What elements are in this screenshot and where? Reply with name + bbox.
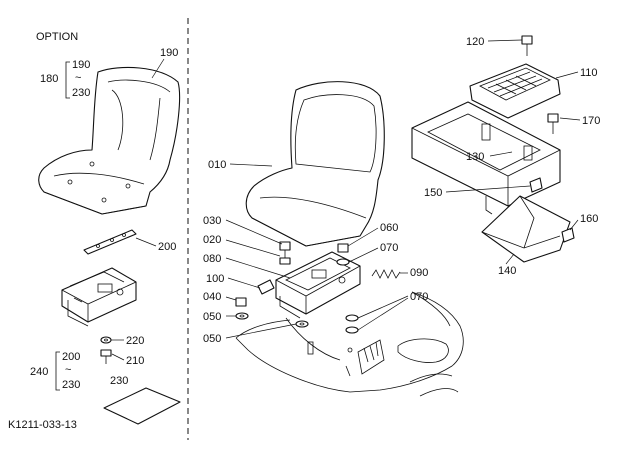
callout-190: 190 [160,47,178,59]
manual-230 [103,387,181,425]
callout-210: 210 [126,355,144,367]
callout-060: 060 [380,222,398,234]
washer-050-left [235,312,249,320]
bolt-210 [100,349,112,364]
callout-080: 080 [203,253,221,265]
callout-200: 200 [158,241,176,253]
callout-110: 110 [580,67,598,79]
option-heading: OPTION [36,31,78,43]
tractor-body [235,291,464,397]
callout-100: 100 [206,273,224,285]
callout-090: 090 [410,267,428,279]
washer-220 [100,336,112,344]
bolt-120 [521,35,533,56]
callout-240: 240 [30,366,48,378]
washer-070-top [336,258,350,266]
callout-050-a: 050 [203,311,221,323]
callout-220: 220 [126,335,144,347]
callout-040: 040 [203,291,221,303]
bolt-020 [279,241,291,262]
seat-suspension-option [61,267,137,327]
callout-180-group: 180 190 ~ 230 [40,59,90,99]
callout-070-b: 070 [410,291,428,303]
callout-150: 150 [424,187,442,199]
callout-130: 130 [466,151,484,163]
callout-240-group: 240 200 ~ 230 [30,351,80,391]
callout-010: 010 [208,159,226,171]
seat-suspension-080 [275,251,361,319]
callout-050-b: 050 [203,333,221,345]
nut-040 [235,297,247,307]
callout-020: 020 [203,234,221,246]
figure-code: K1211-033-13 [8,419,77,431]
pin-100 [257,279,275,295]
callout-030: 030 [203,215,221,227]
tray-140 [481,195,571,263]
washer-070-pair [345,314,359,334]
callout-180: 180 [40,73,58,85]
tilde-180: ~ [75,72,81,84]
seat-010 [245,81,385,247]
callout-070-a: 070 [380,242,398,254]
nut-060 [337,243,349,253]
callout-200-bracket: 200 [62,351,80,363]
bolt-170 [547,113,559,134]
callout-230-bracket-b: 230 [62,379,80,391]
nut-030 [279,257,291,265]
callout-170: 170 [582,115,600,127]
knob-160 [561,227,575,243]
slide-plate-200 [83,229,137,255]
callout-120: 120 [466,36,484,48]
callout-230-bracket: 230 [72,87,90,99]
tilde-240: ~ [65,364,71,376]
callout-140: 140 [498,265,516,277]
washer-050-center [295,320,309,328]
seat-cushion-190 [38,66,181,215]
spring-090 [371,269,401,279]
clip-150 [529,177,543,193]
grille-cover-110 [469,63,561,119]
callout-230: 230 [110,375,128,387]
bracket-frame-130 [411,101,561,215]
callout-160: 160 [580,213,598,225]
callout-190-bracket: 190 [72,59,90,71]
